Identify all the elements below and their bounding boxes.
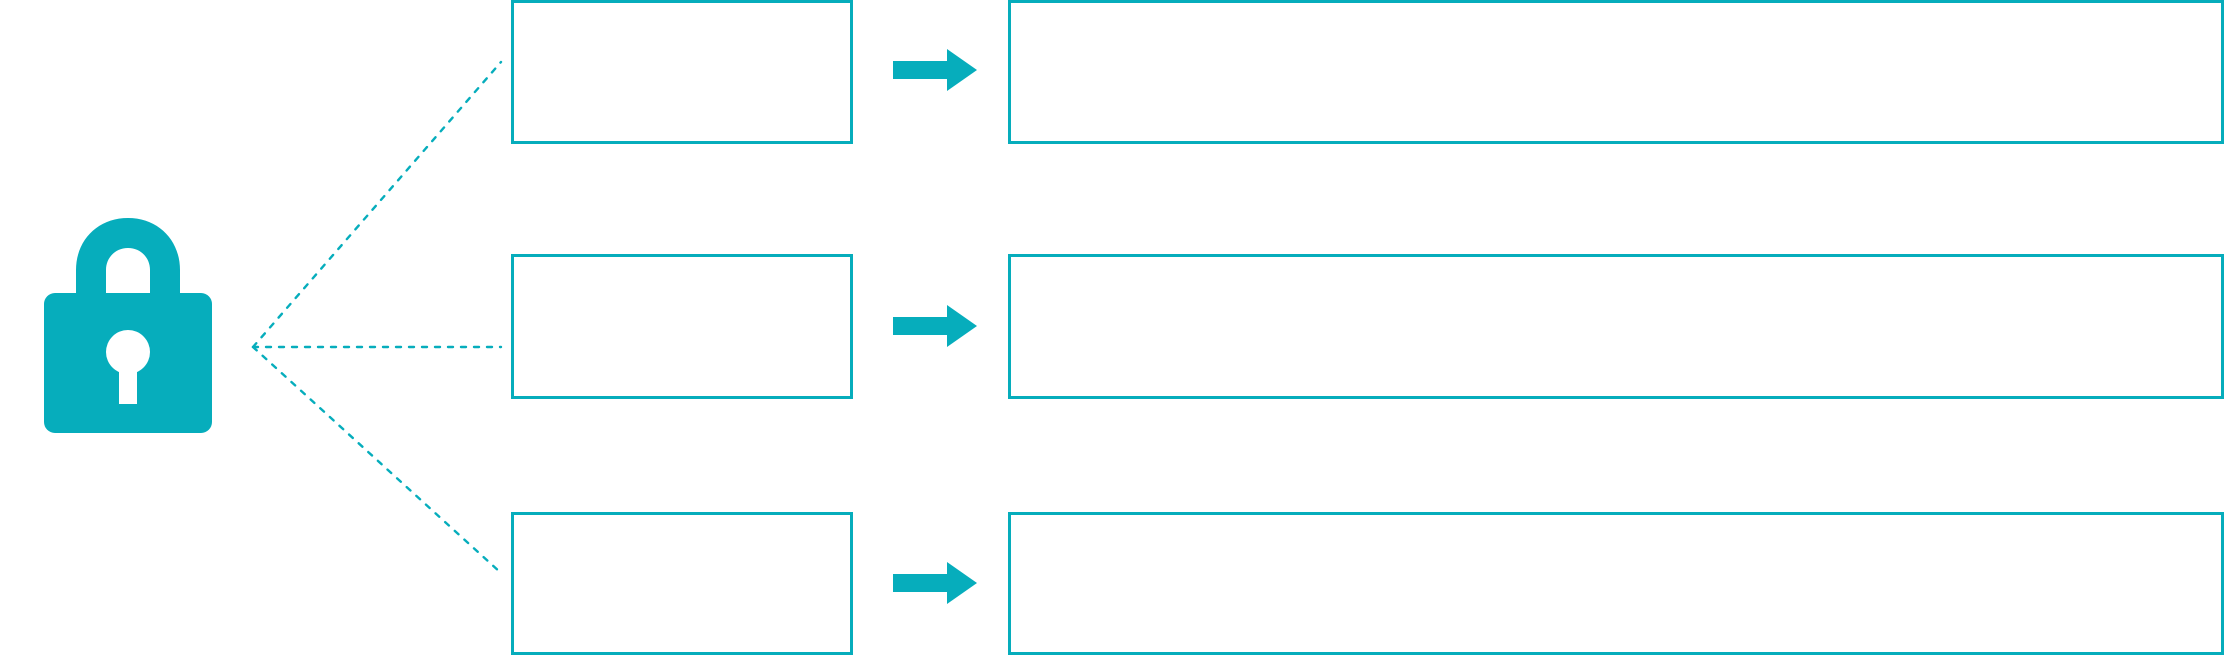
connector-line-row-2 <box>251 345 503 575</box>
result-box-2[interactable] <box>1008 254 2224 399</box>
right-arrow-icon-2 <box>893 304 977 348</box>
right-arrow-icon-1 <box>893 48 977 92</box>
connector-line-row-0 <box>251 60 503 349</box>
condition-box-2[interactable] <box>511 254 853 399</box>
condition-box-1[interactable] <box>511 0 853 144</box>
padlock-icon <box>40 212 216 438</box>
condition-box-3[interactable] <box>511 512 853 655</box>
right-arrow-icon-3 <box>893 561 977 605</box>
result-box-1[interactable] <box>1008 0 2224 144</box>
result-box-3[interactable] <box>1008 512 2224 655</box>
